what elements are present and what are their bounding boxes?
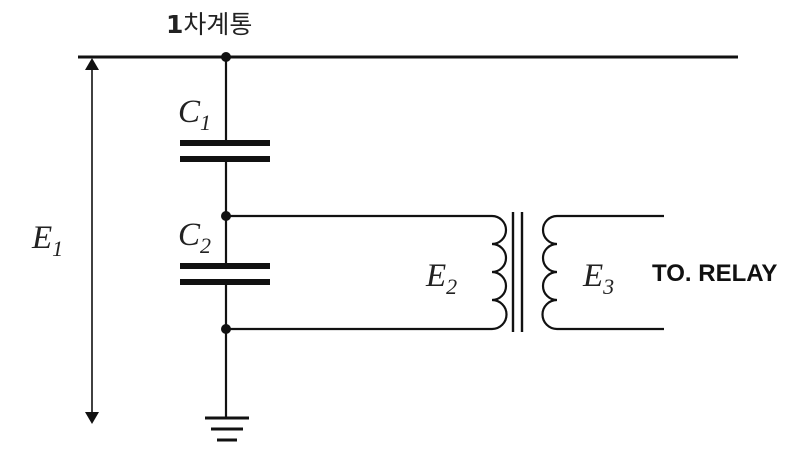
label-c2-sub: 2: [200, 233, 212, 258]
primary-winding-e2: [491, 214, 508, 331]
title-number: 1: [166, 10, 184, 39]
transformer-core: [511, 212, 524, 332]
label-e2-sub: 2: [446, 274, 458, 299]
label-e1: E1: [32, 222, 63, 260]
label-c1-sub: 1: [200, 110, 212, 135]
label-c2-base: C: [178, 217, 201, 253]
label-e3-sub: 3: [603, 274, 615, 299]
label-e1-sub: 1: [52, 236, 64, 261]
ground-symbol: [205, 416, 249, 442]
capacitor-c2: [180, 263, 270, 285]
diagram-title: 1차계통: [166, 12, 252, 37]
title-text: 차계통: [183, 10, 253, 39]
to-relay-label: TO. RELAY: [652, 260, 778, 287]
capacitor-c1: [180, 140, 270, 162]
label-c1-base: C: [178, 94, 201, 130]
label-e2-base: E: [426, 258, 447, 294]
label-e2: E2: [426, 260, 457, 298]
label-e3-base: E: [583, 258, 604, 294]
label-e1-base: E: [32, 220, 53, 256]
label-c1: C1: [178, 96, 211, 134]
label-e3: E3: [583, 260, 614, 298]
secondary-winding-e3: [541, 214, 558, 331]
label-c2: C2: [178, 219, 211, 257]
